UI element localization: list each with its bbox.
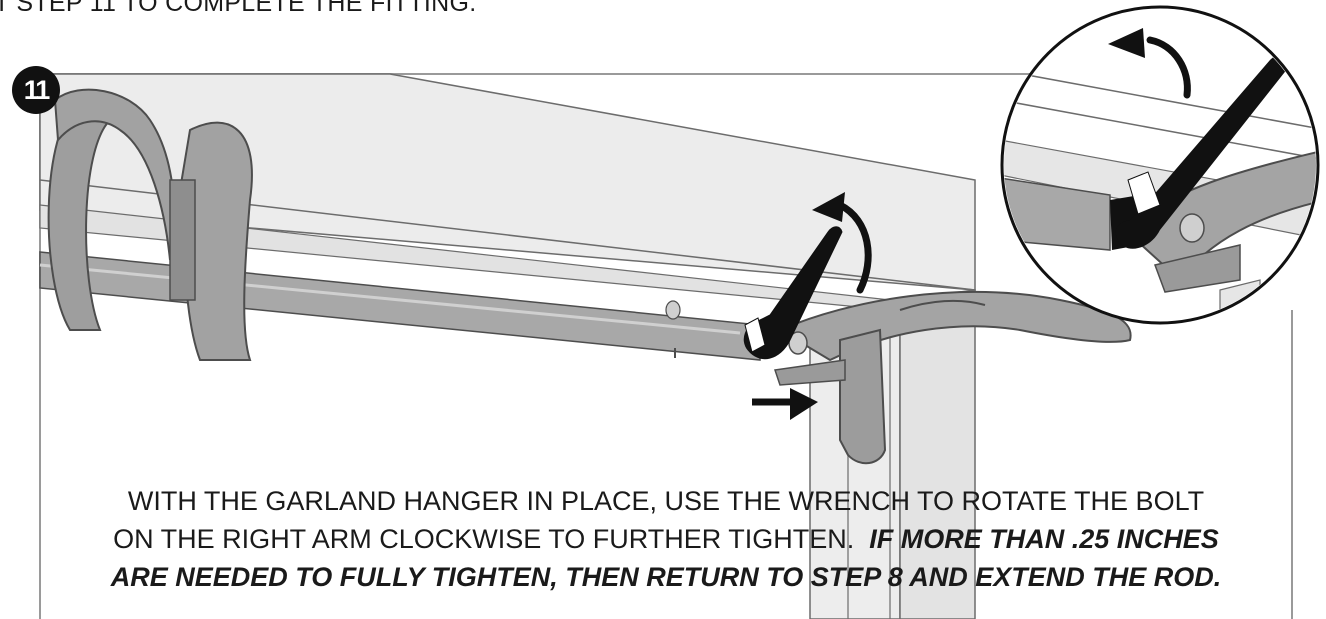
wrench-jaw <box>744 317 766 353</box>
top-caption: T STEP 11 TO COMPLETE THE FITTING. <box>0 0 477 17</box>
detail-zoom-circle <box>1000 5 1320 325</box>
bolt-base <box>774 359 846 386</box>
bolt-head <box>788 331 808 355</box>
right-arrow-head <box>790 388 818 420</box>
curved-arrow-head <box>812 192 845 222</box>
curved-arrow-icon <box>836 201 872 294</box>
rod-pin <box>665 300 681 320</box>
instruction-line-2-plain: ON THE RIGHT ARM CLOCKWISE TO FURTHER TI… <box>113 524 855 554</box>
right-arm-slot <box>899 299 986 311</box>
tension-rod-highlight <box>39 263 741 335</box>
garland-hanger-left <box>47 98 112 331</box>
garland-hanger-clip <box>169 179 196 301</box>
zoom-wrench <box>1115 54 1289 249</box>
wrench-icon <box>743 226 843 360</box>
bracket-plate <box>839 328 887 465</box>
step-number-badge: 11 <box>12 66 60 114</box>
instruction-line-2-emph: IF MORE THAN .25 INCHES <box>869 524 1219 554</box>
instruction-line-3: ARE NEEDED TO FULLY TIGHTEN, THEN RETURN… <box>110 562 1222 592</box>
tension-rod <box>39 251 761 361</box>
instruction-text: WITH THE GARLAND HANGER IN PLACE, USE TH… <box>40 482 1292 596</box>
instruction-line-2: ON THE RIGHT ARM CLOCKWISE TO FURTHER TI… <box>40 520 1292 558</box>
instruction-line-1: WITH THE GARLAND HANGER IN PLACE, USE TH… <box>127 486 1205 516</box>
